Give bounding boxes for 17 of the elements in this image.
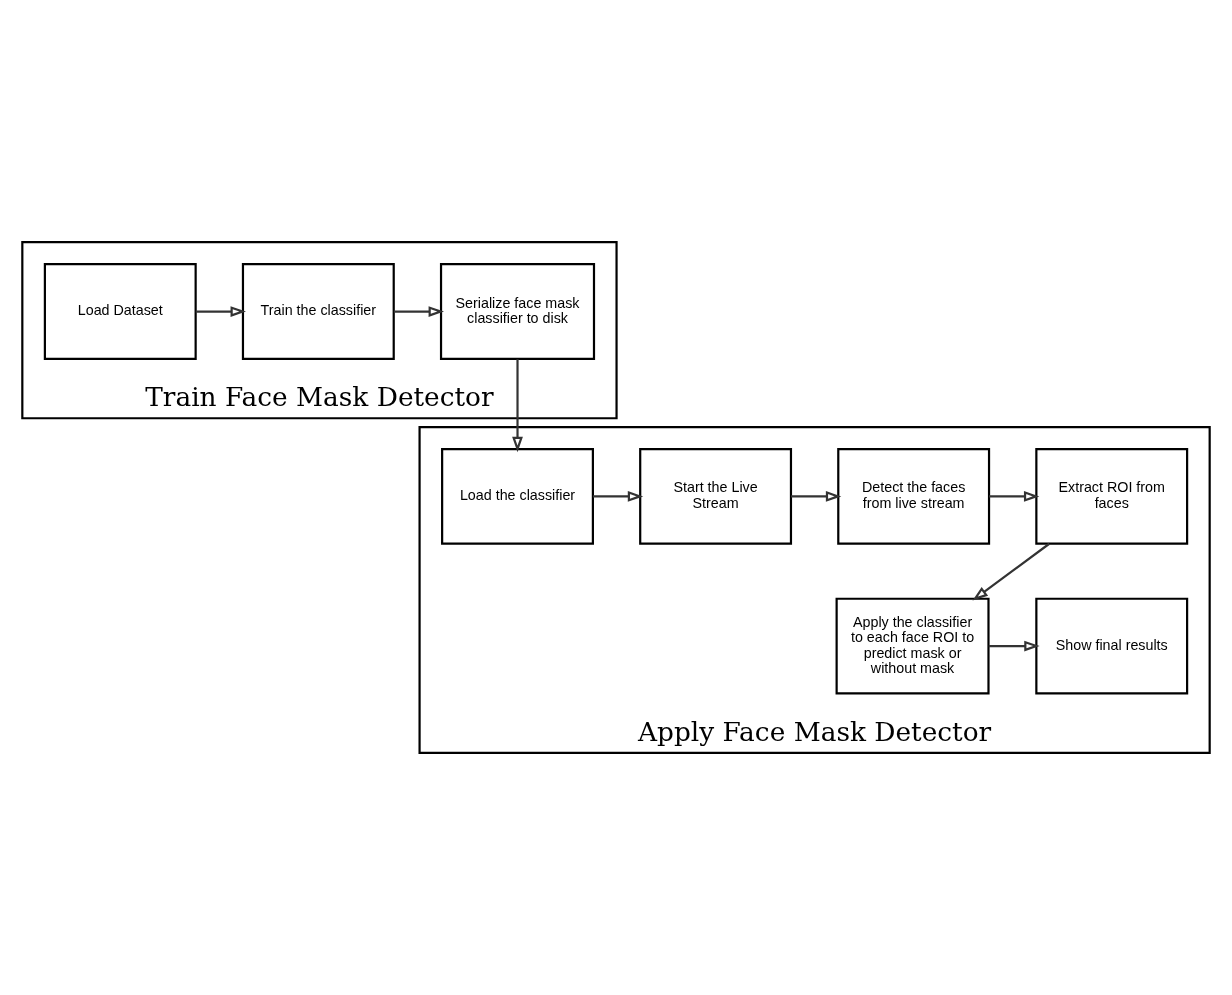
node-box: Start the Live Stream	[639, 447, 793, 545]
node-box: Load Dataset	[43, 263, 197, 360]
arrow	[393, 306, 444, 317]
arrow	[988, 640, 1040, 652]
node-box: Show final results	[1035, 597, 1189, 695]
arrow	[972, 542, 1050, 601]
node-box: Load the classifier	[441, 447, 594, 545]
node-box: Apply the classifier to each face ROI to predict mask or without mask	[835, 597, 990, 695]
arrow	[195, 306, 246, 317]
arrow	[791, 491, 842, 502]
node-box: Serialize face mask classifier to disk	[439, 263, 596, 360]
arrow	[512, 359, 523, 453]
node-box: Train the classifier	[241, 263, 395, 360]
arrow	[592, 491, 644, 502]
node-box: Detect the faces from live stream	[837, 447, 991, 545]
arrow	[989, 491, 1040, 502]
node-box: Extract ROI from faces	[1035, 447, 1189, 545]
